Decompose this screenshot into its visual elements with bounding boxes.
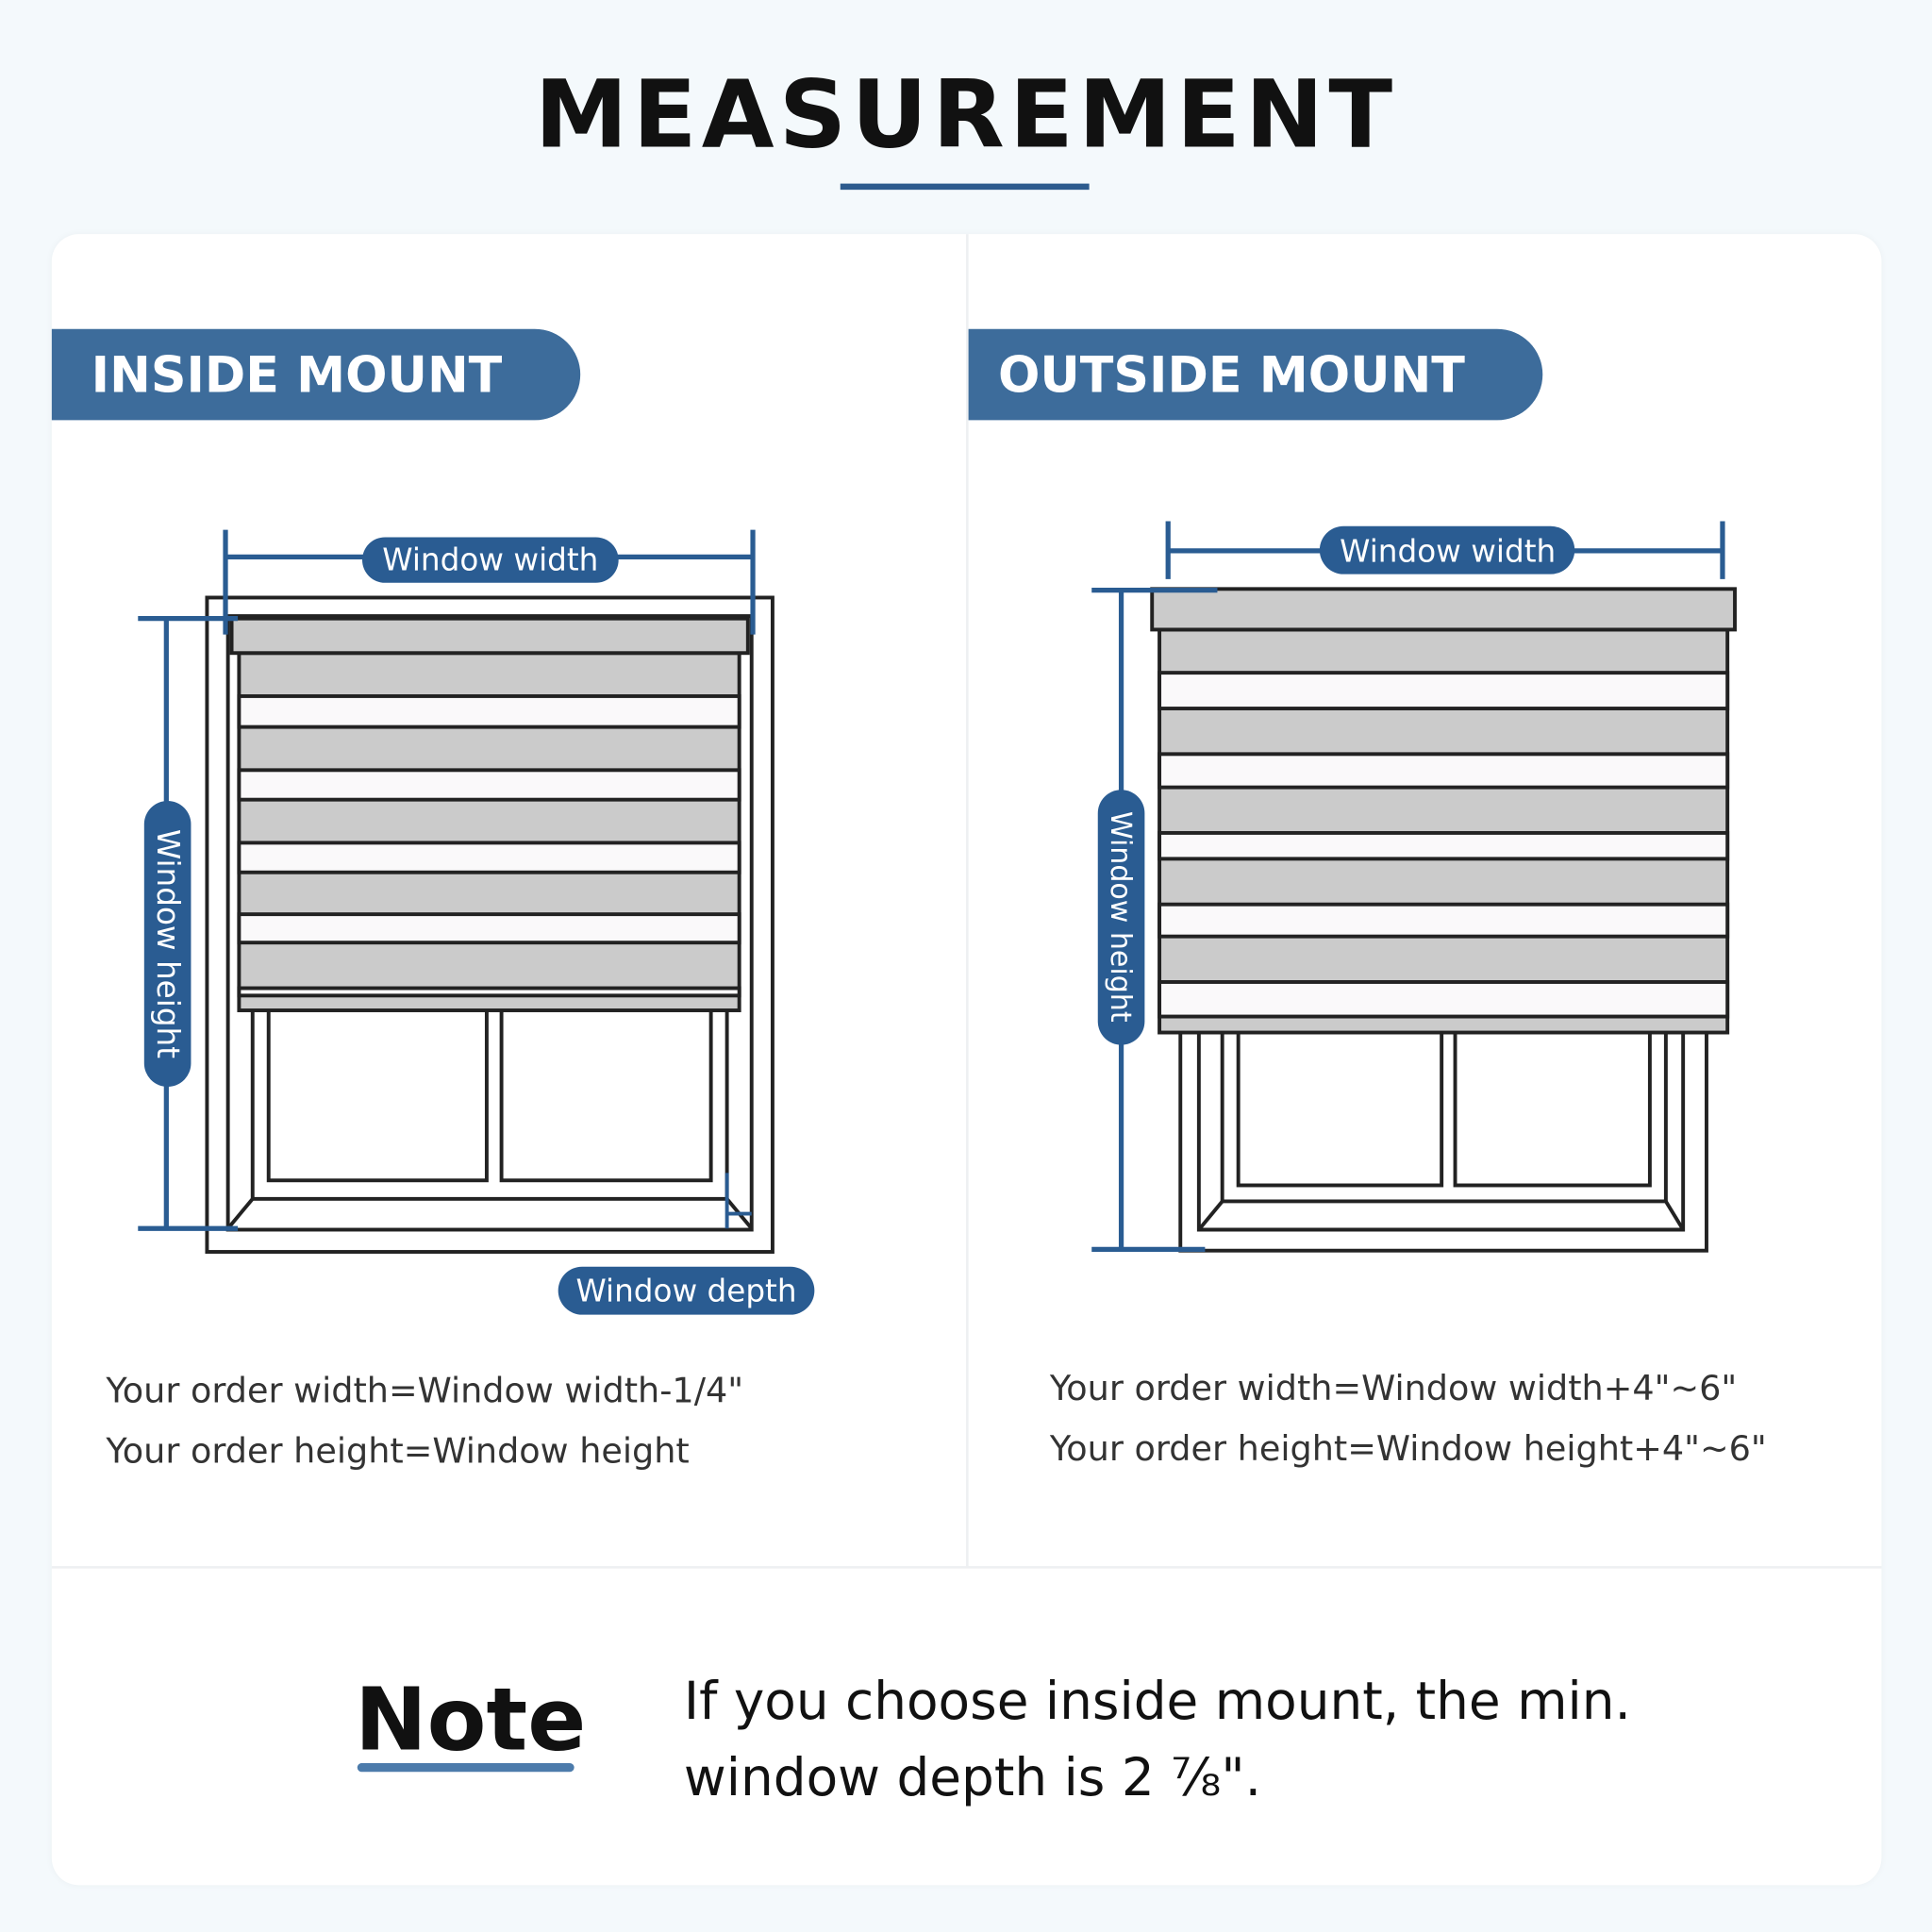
note-heading: Note [355, 1669, 587, 1771]
inside-formula-height: Your order height=Window height [106, 1430, 690, 1472]
outside-width-pill: Window width [1319, 525, 1575, 575]
note-line-1: If you choose inside mount, the min. [683, 1671, 1631, 1732]
note-underline [357, 1763, 575, 1773]
divider-horizontal [51, 1566, 1882, 1569]
inside-width-label: Window width [382, 542, 598, 578]
title-underline [840, 183, 1090, 191]
inside-height-label: Window height [150, 829, 186, 1058]
outside-mount-tag: OUTSIDE MOUNT [968, 328, 1543, 421]
inside-shade [229, 616, 750, 1012]
note-text: If you choose inside mount, the min. win… [684, 1663, 1631, 1816]
outside-width-label: Window width [1340, 534, 1556, 570]
inside-mount-tag: INSIDE MOUNT [51, 328, 581, 421]
note-line-2: window depth is 2 ⅞". [683, 1747, 1262, 1808]
page-title: MEASUREMENT [534, 58, 1398, 169]
outside-window-diagram [1150, 587, 1737, 1253]
outside-shade [1150, 587, 1737, 1035]
inside-window-diagram [205, 595, 774, 1254]
divider-vertical [965, 234, 969, 1568]
outside-height-pill: Window height [1097, 790, 1145, 1045]
inside-height-pill: Window height [143, 800, 192, 1087]
outside-height-label: Window height [1104, 811, 1137, 1023]
inside-depth-label: Window depth [575, 1273, 796, 1308]
inside-width-pill: Window width [361, 537, 619, 583]
outside-formula-width: Your order width=Window width+4"~6" [1049, 1367, 1738, 1408]
inside-depth-pill: Window depth [558, 1266, 815, 1315]
outside-formula-height: Your order height=Window height+4"~6" [1049, 1427, 1767, 1469]
inside-formula-width: Your order width=Window width-1/4" [106, 1370, 744, 1411]
